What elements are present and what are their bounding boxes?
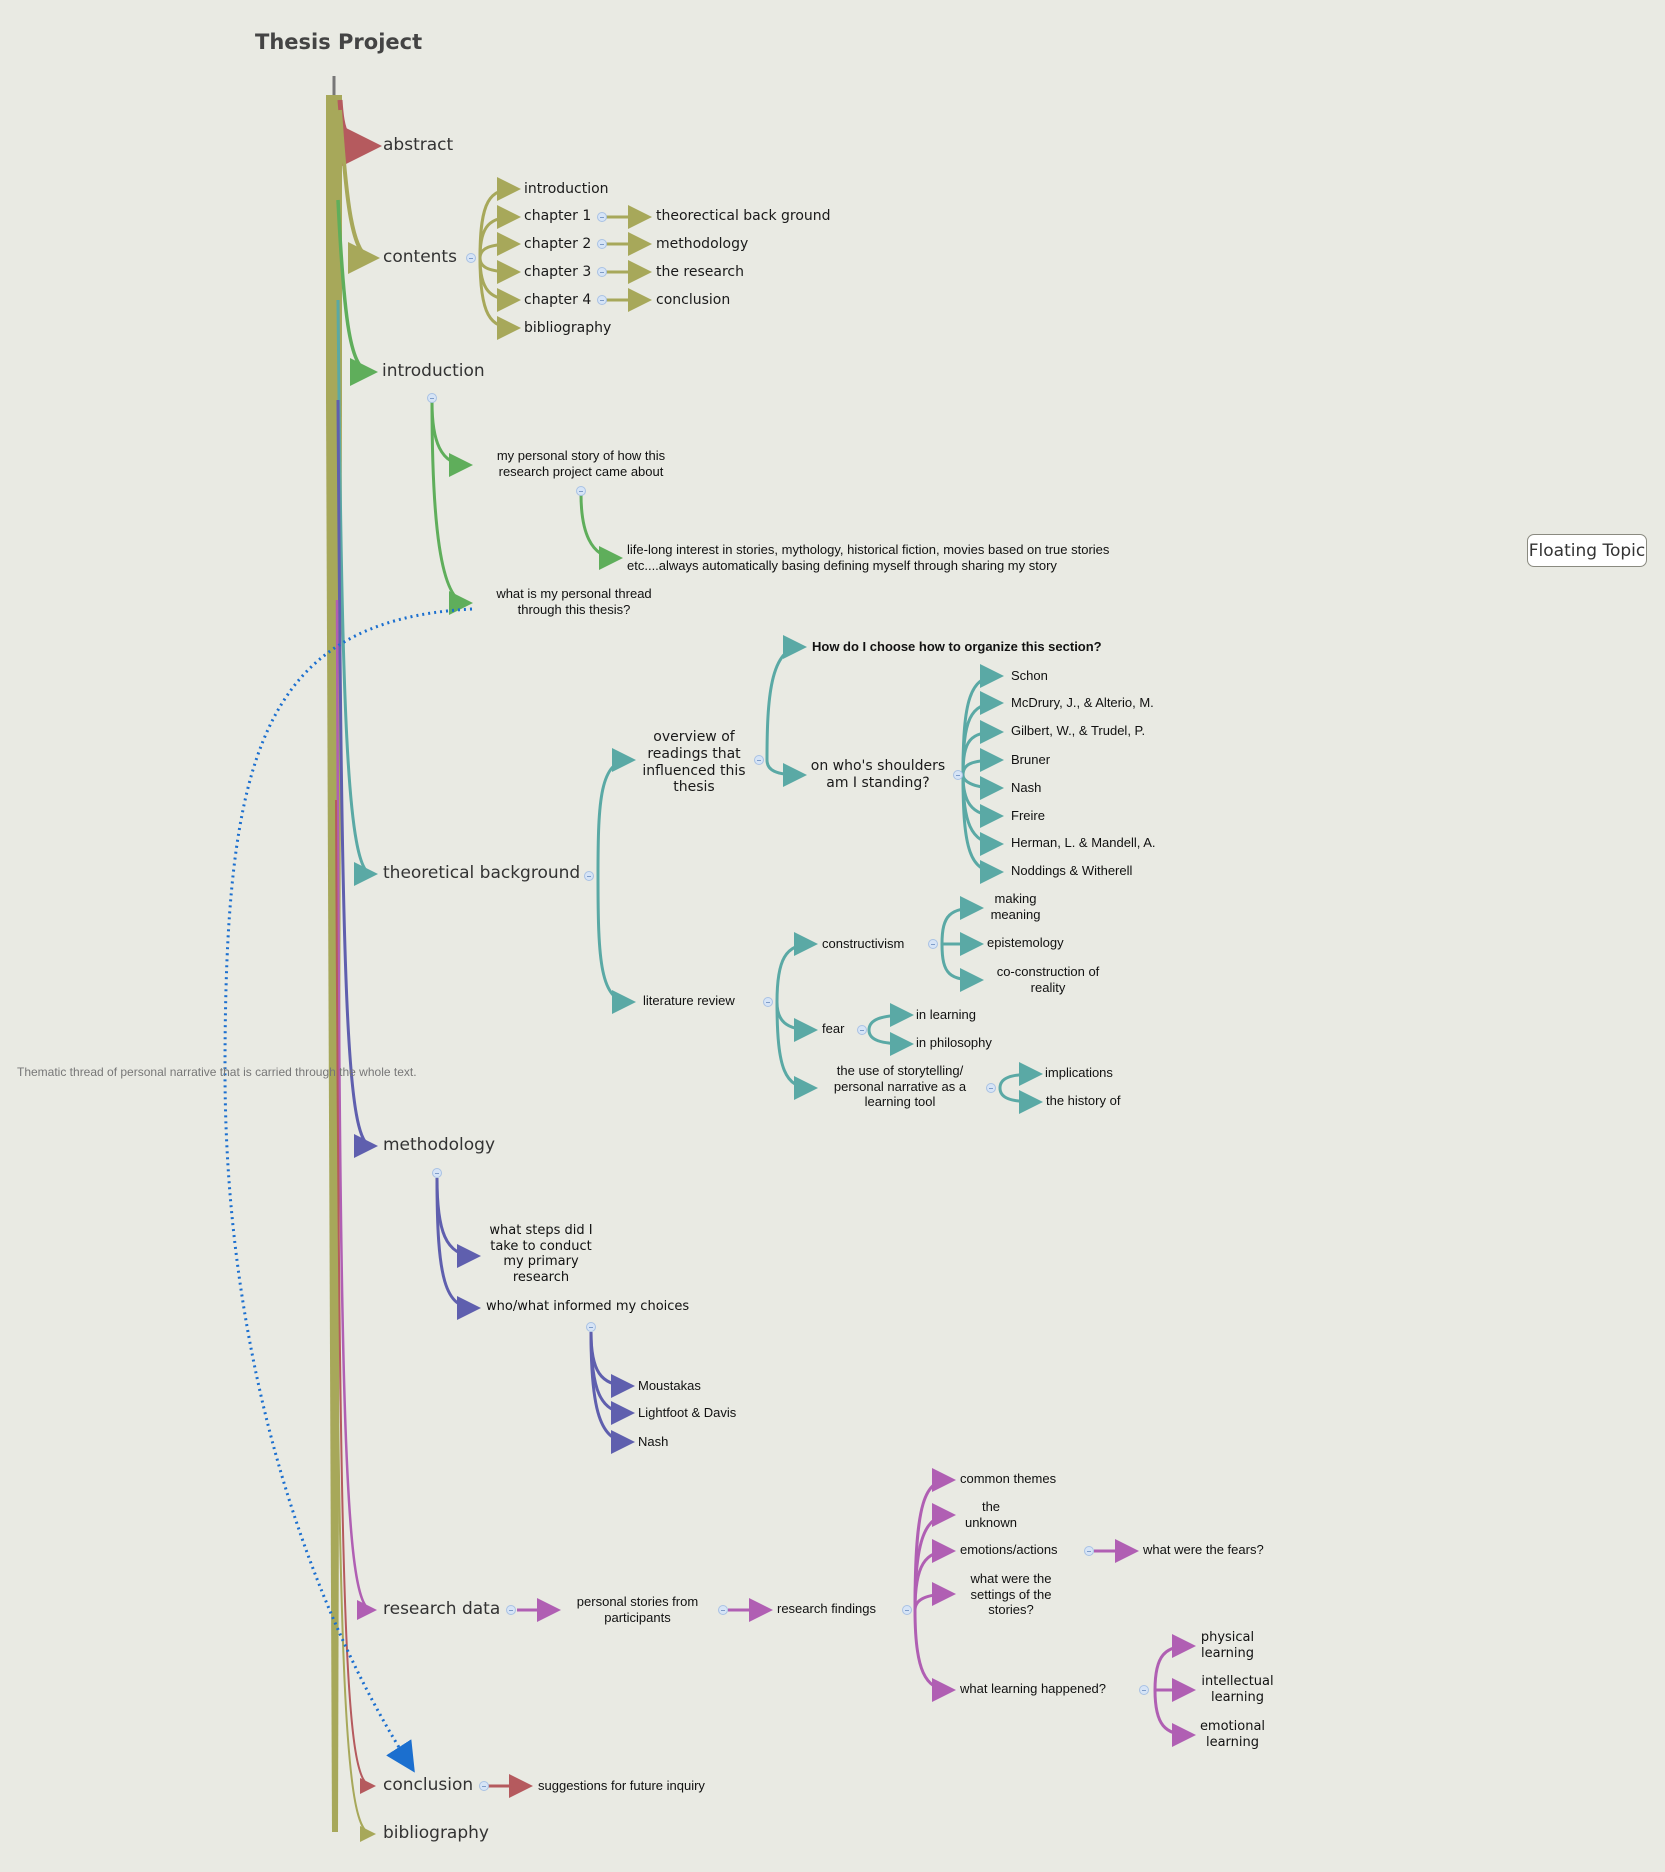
subtopic[interactable]: Herman, L. & Mandell, A. bbox=[1011, 835, 1156, 850]
subtopic[interactable]: physical learning bbox=[1200, 1630, 1255, 1661]
subtopic[interactable]: Freire bbox=[1011, 808, 1045, 823]
subtopic[interactable]: Gilbert, W., & Trudel, P. bbox=[1011, 723, 1146, 738]
subtopic[interactable]: the history of bbox=[1046, 1093, 1121, 1108]
subtopic[interactable]: emotional learning bbox=[1199, 1719, 1266, 1750]
subtopic[interactable]: co-construction of reality bbox=[996, 964, 1100, 995]
topic-contents[interactable]: contents bbox=[383, 247, 457, 267]
topic-methodology[interactable]: methodology bbox=[383, 1135, 496, 1155]
collapse-icon[interactable] bbox=[427, 393, 437, 403]
collapse-icon[interactable] bbox=[586, 1322, 596, 1332]
collapse-icon[interactable] bbox=[1139, 1685, 1149, 1695]
subtopic[interactable]: what learning happened? bbox=[960, 1681, 1107, 1696]
topic-bibliography[interactable]: bibliography bbox=[383, 1823, 489, 1843]
subtopic[interactable]: suggestions for future inquiry bbox=[538, 1778, 705, 1793]
collapse-icon[interactable] bbox=[953, 770, 963, 780]
collapse-icon[interactable] bbox=[584, 871, 594, 881]
subtopic[interactable]: chapter 1 bbox=[524, 208, 592, 224]
subtopic[interactable]: Noddings & Witherell bbox=[1011, 863, 1133, 878]
topic-research-data[interactable]: research data bbox=[383, 1599, 501, 1619]
subtopic[interactable]: the use of storytelling/ personal narrat… bbox=[833, 1063, 967, 1110]
subtopic[interactable]: what were the settings of the stories? bbox=[970, 1571, 1052, 1618]
collapse-icon[interactable] bbox=[597, 239, 607, 249]
subtopic[interactable]: overview of readings that influenced thi… bbox=[642, 729, 746, 796]
subtopic[interactable]: the unknown bbox=[964, 1499, 1018, 1530]
collapse-icon[interactable] bbox=[754, 755, 764, 765]
subtopic[interactable]: bibliography bbox=[524, 320, 612, 336]
subtopic[interactable]: emotions/actions bbox=[960, 1542, 1058, 1557]
subtopic[interactable]: methodology bbox=[656, 236, 749, 252]
subtopic[interactable]: Schon bbox=[1011, 668, 1048, 683]
subtopic[interactable]: literature review bbox=[643, 993, 735, 1008]
subtopic[interactable]: McDrury, J., & Alterio, M. bbox=[1011, 695, 1154, 710]
collapse-icon[interactable] bbox=[902, 1605, 912, 1615]
subtopic[interactable]: what is my personal thread through this … bbox=[496, 586, 652, 617]
subtopic[interactable]: chapter 4 bbox=[524, 292, 592, 308]
subtopic[interactable]: the research bbox=[656, 264, 744, 280]
collapse-icon[interactable] bbox=[432, 1168, 442, 1178]
subtopic[interactable]: Nash bbox=[638, 1434, 669, 1449]
subtopic[interactable]: my personal story of how this research p… bbox=[496, 448, 666, 479]
collapse-icon[interactable] bbox=[763, 997, 773, 1007]
subtopic[interactable]: life-long interest in stories, mythology… bbox=[627, 542, 1110, 573]
collapse-icon[interactable] bbox=[986, 1083, 996, 1093]
topic-introduction[interactable]: introduction bbox=[382, 361, 485, 381]
collapse-icon[interactable] bbox=[479, 1781, 489, 1791]
collapse-icon[interactable] bbox=[597, 212, 607, 222]
subtopic[interactable]: How do I choose how to organize this sec… bbox=[812, 639, 1102, 654]
topic-theoretical-background[interactable]: theoretical background bbox=[383, 863, 581, 883]
subtopic[interactable]: constructivism bbox=[822, 936, 905, 951]
subtopic[interactable]: conclusion bbox=[656, 292, 731, 308]
floating-topic[interactable]: Floating Topic bbox=[1527, 534, 1647, 567]
subtopic[interactable]: fear bbox=[822, 1021, 845, 1036]
subtopic[interactable]: research findings bbox=[777, 1601, 876, 1616]
subtopic[interactable]: intellectual learning bbox=[1201, 1674, 1274, 1705]
subtopic[interactable]: epistemology bbox=[987, 935, 1064, 950]
topic-abstract[interactable]: abstract bbox=[383, 135, 454, 155]
subtopic[interactable]: Moustakas bbox=[638, 1378, 701, 1393]
collapse-icon[interactable] bbox=[1084, 1546, 1094, 1556]
subtopic[interactable]: chapter 2 bbox=[524, 236, 592, 252]
subtopic[interactable]: theorectical back ground bbox=[656, 208, 831, 224]
topic-conclusion[interactable]: conclusion bbox=[383, 1775, 474, 1795]
collapse-icon[interactable] bbox=[506, 1605, 516, 1615]
subtopic[interactable]: Nash bbox=[1011, 780, 1042, 795]
subtopic[interactable]: in philosophy bbox=[916, 1035, 992, 1050]
collapse-icon[interactable] bbox=[718, 1605, 728, 1615]
subtopic[interactable]: introduction bbox=[524, 181, 609, 197]
subtopic[interactable]: Lightfoot & Davis bbox=[638, 1405, 737, 1420]
subtopic[interactable]: common themes bbox=[960, 1471, 1057, 1486]
subtopic[interactable]: chapter 3 bbox=[524, 264, 592, 280]
collapse-icon[interactable] bbox=[576, 486, 586, 496]
central-topic[interactable]: Thesis Project bbox=[255, 30, 423, 54]
subtopic[interactable]: on who's shoulders am I standing? bbox=[810, 758, 946, 791]
collapse-icon[interactable] bbox=[597, 295, 607, 305]
subtopic[interactable]: who/what informed my choices bbox=[486, 1299, 690, 1314]
subtopic[interactable]: Bruner bbox=[1011, 752, 1051, 767]
subtopic[interactable]: what were the fears? bbox=[1143, 1542, 1264, 1557]
collapse-icon[interactable] bbox=[597, 267, 607, 277]
subtopic[interactable]: what steps did I take to conduct my prim… bbox=[489, 1223, 593, 1285]
collapse-icon[interactable] bbox=[466, 253, 476, 263]
subtopic[interactable]: in learning bbox=[916, 1007, 976, 1022]
relationship-label[interactable]: Thematic thread of personal narrative th… bbox=[17, 1065, 417, 1079]
subtopic[interactable]: making meaning bbox=[990, 891, 1041, 922]
subtopic[interactable]: implications bbox=[1045, 1065, 1113, 1080]
collapse-icon[interactable] bbox=[928, 939, 938, 949]
subtopic[interactable]: personal stories from participants bbox=[576, 1594, 699, 1625]
collapse-icon[interactable] bbox=[857, 1025, 867, 1035]
